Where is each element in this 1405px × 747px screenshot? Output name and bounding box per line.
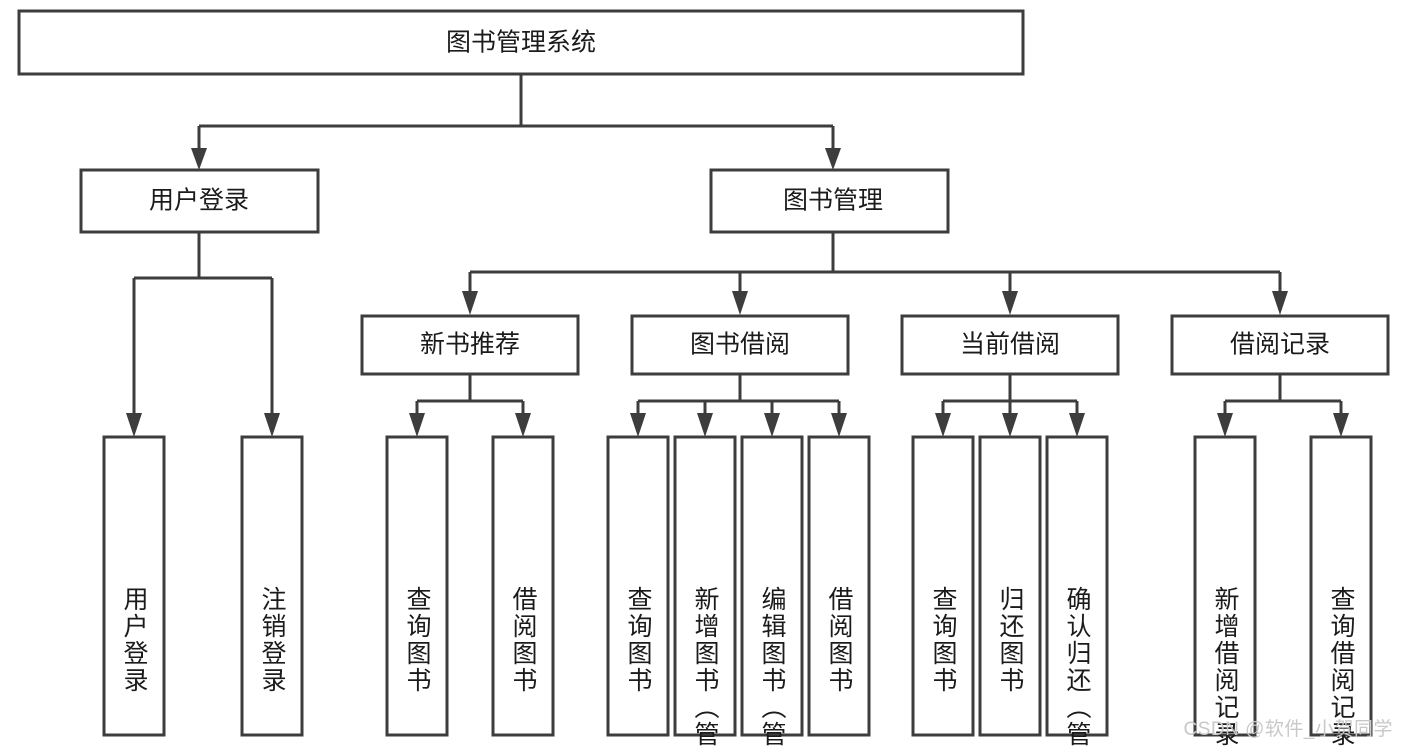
node-book-management-label: 图书管理 [783,187,883,215]
node-leaf-logout-login-label: 注销登录 [258,586,287,694]
node-book-borrow-box[interactable] [630,314,850,376]
arrow-head-leaf-borrow-book-2 [831,413,847,437]
arrow-head-leaf-user-login [126,413,142,437]
node-leaf-borrow-book-1[interactable]: 借阅图书 [491,435,555,737]
node-leaf-query-book-3[interactable]: 查询图书 [911,435,975,737]
arrow-head-borrow-record [1272,291,1288,315]
node-leaf-logout-login-box[interactable] [240,435,304,737]
node-leaf-add-book-label: 新增图书（管理员） [691,586,720,747]
node-leaf-borrow-book-2-box[interactable] [807,435,871,737]
arrow-head-book-management [825,148,841,170]
node-leaf-query-book-2-label: 查询图书 [624,586,653,694]
node-user-login-box[interactable] [79,168,320,234]
node-leaf-confirm-return[interactable]: 确认归还（管理员） [1045,435,1109,747]
node-leaf-query-book-1-label: 查询图书 [403,586,432,694]
node-leaf-confirm-return-box[interactable] [1045,435,1109,737]
arrow-head-leaf-confirm-return [1069,413,1085,437]
node-root[interactable]: 图书管理系统 [17,9,1025,76]
node-leaf-confirm-return-label: 确认归还（管理员） [1063,586,1092,747]
arrow-head-leaf-query-book-3 [935,413,951,437]
arrow-head-leaf-return-book [1002,413,1018,437]
node-leaf-user-login-label: 用户登录 [120,586,149,694]
node-book-borrow[interactable]: 图书借阅 [630,314,850,376]
node-user-login-label: 用户登录 [149,187,249,215]
node-book-management[interactable]: 图书管理 [709,168,950,234]
arrow-head-leaf-add-record [1217,413,1233,437]
node-leaf-edit-book[interactable]: 编辑图书（管理员） [740,435,804,747]
node-leaf-add-record-box[interactable] [1193,435,1257,737]
node-leaf-query-book-3-box[interactable] [911,435,975,737]
arrow-head-leaf-logout-login [264,413,280,437]
node-leaf-borrow-book-1-label: 借阅图书 [509,586,538,694]
arrow-head-leaf-query-record [1333,413,1349,437]
node-book-borrow-label: 图书借阅 [690,331,790,359]
node-leaf-return-book-box[interactable] [978,435,1042,737]
node-root-label: 图书管理系统 [446,29,596,57]
arrow-head-book-borrow [732,291,748,315]
node-leaf-query-book-2[interactable]: 查询图书 [606,435,670,737]
node-leaf-query-record[interactable]: 查询借阅记录 [1309,435,1373,747]
node-leaf-query-book-1[interactable]: 查询图书 [385,435,449,737]
arrow-head-user-login [191,148,207,170]
node-leaf-borrow-book-1-box[interactable] [491,435,555,737]
node-leaf-edit-book-box[interactable] [740,435,804,737]
node-leaf-return-book[interactable]: 归还图书 [978,435,1042,737]
node-book-management-box[interactable] [709,168,950,234]
node-leaf-user-login-box[interactable] [102,435,166,737]
arrow-head-leaf-query-book-2 [630,413,646,437]
node-leaf-edit-book-label: 编辑图书（管理员） [758,586,787,747]
node-leaf-add-book[interactable]: 新增图书（管理员） [673,435,737,747]
node-current-borrow-label: 当前借阅 [960,331,1060,359]
node-leaf-add-record[interactable]: 新增借阅记录 [1193,435,1257,747]
node-leaf-query-record-label: 查询借阅记录 [1327,586,1356,747]
node-leaf-user-login[interactable]: 用户登录 [102,435,166,737]
node-leaf-query-book-2-box[interactable] [606,435,670,737]
node-leaf-borrow-book-2[interactable]: 借阅图书 [807,435,871,737]
node-leaf-query-book-3-label: 查询图书 [929,586,958,694]
arrow-head-leaf-borrow-book-1 [515,413,531,437]
node-new-book-recommend[interactable]: 新书推荐 [360,314,580,376]
arrow-head-leaf-add-book [697,413,713,437]
node-borrow-record[interactable]: 借阅记录 [1170,314,1390,376]
node-current-borrow-box[interactable] [900,314,1120,376]
node-leaf-query-book-1-box[interactable] [385,435,449,737]
node-leaf-borrow-book-2-label: 借阅图书 [825,586,854,694]
node-leaf-add-book-box[interactable] [673,435,737,737]
node-root-box[interactable] [17,9,1025,76]
node-current-borrow[interactable]: 当前借阅 [900,314,1120,376]
arrow-head-new-book-recommend [462,291,478,315]
node-new-book-recommend-box[interactable] [360,314,580,376]
node-new-book-recommend-label: 新书推荐 [420,331,520,359]
node-borrow-record-label: 借阅记录 [1230,331,1330,359]
node-leaf-logout-login[interactable]: 注销登录 [240,435,304,737]
node-user-login[interactable]: 用户登录 [79,168,320,234]
node-leaf-return-book-label: 归还图书 [996,586,1025,694]
connector-layer [126,74,1349,437]
arrow-head-current-borrow [1002,291,1018,315]
arrow-head-leaf-edit-book [764,413,780,437]
node-leaf-query-record-box[interactable] [1309,435,1373,737]
node-borrow-record-box[interactable] [1170,314,1390,376]
arrow-head-leaf-query-book-1 [409,413,425,437]
node-leaf-add-record-label: 新增借阅记录 [1211,586,1240,747]
